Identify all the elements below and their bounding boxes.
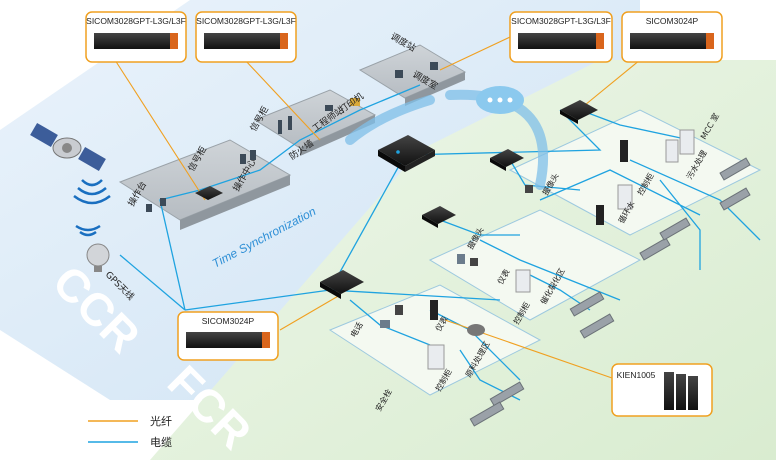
svg-text:SICOM3028GPT-L3G/L3F: SICOM3028GPT-L3G/L3F	[511, 16, 611, 26]
edge-switch-fcr-a	[490, 149, 524, 171]
fcr-area-bottom	[328, 284, 542, 396]
device-card-sw1: SICOM3028GPT-L3G/L3F	[85, 11, 187, 63]
signal-waves-icon	[73, 179, 111, 237]
gps-antenna-icon	[86, 243, 110, 272]
sync-arcs	[345, 89, 549, 190]
legend-cable-label: 电缆	[150, 436, 172, 449]
device-card-sw5: SICOM3024P	[177, 311, 279, 361]
field-instruments	[469, 157, 751, 427]
fcr-equipment	[380, 129, 695, 370]
device-card-kien: KIEN1005	[611, 363, 713, 417]
legend-fiber-label: 光纤	[150, 414, 172, 428]
svg-text:SICOM3028GPT-L3G/L3F: SICOM3028GPT-L3G/L3F	[86, 16, 186, 26]
device-card-sw4: SICOM3024P	[621, 11, 723, 63]
satellite-icon	[30, 122, 106, 172]
svg-text:SICOM3024P: SICOM3024P	[202, 316, 255, 326]
edge-switch-fcr-c	[320, 270, 364, 299]
ccr-equipment	[146, 62, 438, 212]
time-sync-line	[119, 254, 186, 311]
edge-switch-fcr-b	[422, 206, 456, 228]
edge-switch-ccr	[195, 186, 223, 200]
svg-text:SICOM3024P: SICOM3024P	[646, 16, 699, 26]
device-card-sw3: SICOM3028GPT-L3G/L3F	[509, 11, 613, 63]
device-card-sw2: SICOM3028GPT-L3G/L3F	[195, 11, 297, 63]
fcr-area-top	[508, 109, 762, 236]
legend: 光纤 电缆	[88, 414, 172, 449]
ccr-engineer-room	[253, 89, 377, 156]
svg-text:SICOM3028GPT-L3G/L3F: SICOM3028GPT-L3G/L3F	[196, 16, 296, 26]
ccr-dispatch-room	[358, 44, 467, 106]
core-switch	[378, 135, 435, 172]
cloud-bubble-icon	[476, 86, 524, 114]
edge-switch-fcr-top	[560, 100, 598, 124]
svg-text:KIEN1005: KIEN1005	[617, 370, 656, 380]
